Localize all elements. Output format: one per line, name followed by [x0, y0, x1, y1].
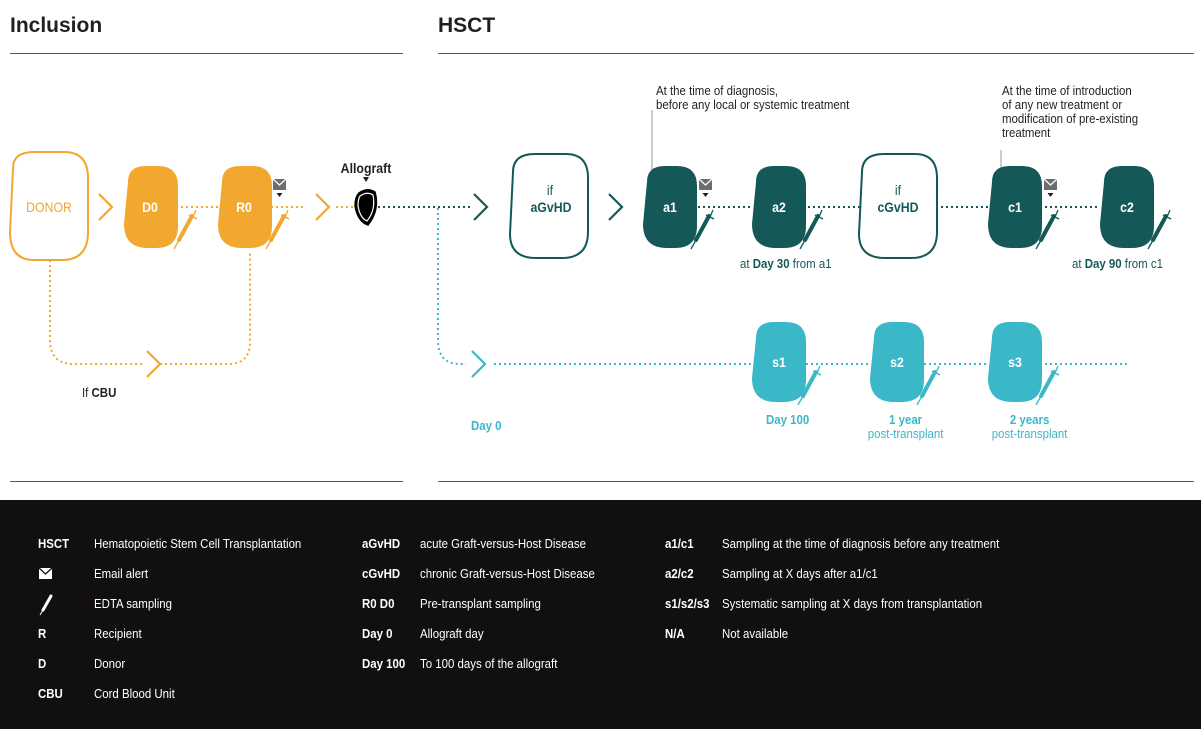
s3-node	[988, 322, 1042, 402]
legend-desc: Donor	[94, 656, 126, 671]
inclusion-header: Inclusion	[10, 14, 103, 37]
c2-node	[1100, 166, 1154, 248]
legend-desc: Pre-transplant sampling	[420, 596, 541, 611]
legend-desc: Cord Blood Unit	[94, 686, 175, 701]
legend-desc: acute Graft-versus-Host Disease	[420, 536, 586, 551]
legend-desc: Email alert	[94, 566, 149, 581]
bottom-rule-left	[10, 481, 403, 482]
legend-key: s1/s2/s3	[665, 596, 710, 611]
orange-connector-lines	[49, 206, 353, 365]
legend-desc: chronic Graft-versus-Host Disease	[420, 566, 595, 581]
hsct-header: HSCT	[438, 14, 496, 37]
orange-chevrons	[98, 193, 331, 378]
legend-desc: Hematopoietic Stem Cell Transplantation	[94, 536, 302, 551]
allograft-node-inner	[357, 192, 375, 222]
a2-node	[752, 166, 806, 248]
note-connector-lines	[651, 110, 1002, 175]
legend-desc: Systematic sampling at X days from trans…	[722, 596, 983, 611]
syringe-icon	[39, 594, 53, 616]
cgvhd-if-label: if	[894, 182, 902, 198]
teal-chevrons	[473, 193, 624, 221]
allograft-node	[354, 189, 378, 226]
c1-node	[988, 166, 1042, 248]
light-teal-chevron	[471, 350, 487, 378]
envelope-icon	[698, 178, 713, 198]
legend-key: D	[38, 656, 47, 671]
legend-desc: To 100 days of the allograft	[420, 656, 558, 671]
one-year-label: 1 year post-transplant	[867, 412, 944, 441]
envelope-icon	[1043, 178, 1058, 198]
donor-label: DONOR	[26, 199, 72, 215]
day0-label: Day 0	[471, 418, 502, 433]
legend-panel: HSCT Hematopoietic Stem Cell Transplanta…	[0, 500, 1201, 729]
legend-key: HSCT	[38, 536, 70, 551]
r0-label: R0	[236, 199, 252, 215]
legend-key: R	[38, 626, 47, 641]
legend-desc: Sampling at X days after a1/c1	[722, 566, 878, 581]
s2-label: s2	[890, 354, 904, 370]
legend-key: a1/c1	[665, 536, 694, 551]
two-years-label: 2 years post-transplant	[991, 412, 1068, 441]
legend-desc: Allograft day	[420, 626, 484, 641]
legend-key: a2/c2	[665, 566, 694, 581]
legend-key: cGvHD	[362, 566, 401, 581]
workflow-diagram	[8, 110, 1173, 407]
legend-desc: EDTA sampling	[94, 596, 173, 611]
s1-label: s1	[772, 354, 786, 370]
d0-label: D0	[142, 199, 158, 215]
legend-key: Day 100	[362, 656, 406, 671]
r0-node	[218, 166, 272, 248]
c2-label: c2	[1120, 199, 1134, 215]
day30-note: at Day 30 from a1	[740, 256, 832, 271]
s2-node	[870, 322, 924, 402]
s3-label: s3	[1008, 354, 1022, 370]
diagnosis-note: At the time of diagnosis, before any loc…	[656, 83, 850, 112]
envelope-icon	[272, 178, 287, 198]
envelope-icon	[39, 568, 52, 579]
legend-key: N/A	[665, 626, 685, 641]
agvhd-if-label: if	[546, 182, 554, 198]
light-teal-connector-lines	[437, 208, 1127, 365]
d0-node	[124, 166, 178, 248]
top-rule-right	[438, 53, 1194, 54]
donor-node	[8, 151, 89, 261]
top-rule-left	[10, 53, 403, 54]
legend-key: R0 D0	[362, 596, 395, 611]
agvhd-node	[508, 153, 589, 259]
legend-desc: Sampling at the time of diagnosis before…	[722, 536, 1000, 551]
legend-key: CBU	[38, 686, 63, 701]
legend-key: aGvHD	[362, 536, 401, 551]
if-cbu-note: If CBU	[82, 385, 117, 400]
legend-key: Day 0	[362, 626, 393, 641]
c1-label: c1	[1008, 199, 1022, 215]
allograft-pointer	[363, 177, 369, 182]
a1-label: a1	[663, 199, 677, 215]
a2-label: a2	[772, 199, 786, 215]
cgvhd-node	[857, 153, 938, 259]
a1-node	[643, 166, 697, 248]
bottom-rule-right	[438, 481, 1194, 482]
agvhd-label: aGvHD	[530, 199, 572, 215]
allograft-label: Allograft	[340, 160, 392, 176]
day90-note: at Day 90 from c1	[1072, 256, 1163, 271]
legend-desc: Not available	[722, 626, 789, 641]
s1-node	[752, 322, 806, 402]
legend-desc: Recipient	[94, 626, 142, 641]
introduction-note: At the time of introduction of any new t…	[1002, 83, 1139, 140]
day100-label: Day 100	[766, 412, 810, 427]
cgvhd-label: cGvHD	[877, 199, 919, 215]
